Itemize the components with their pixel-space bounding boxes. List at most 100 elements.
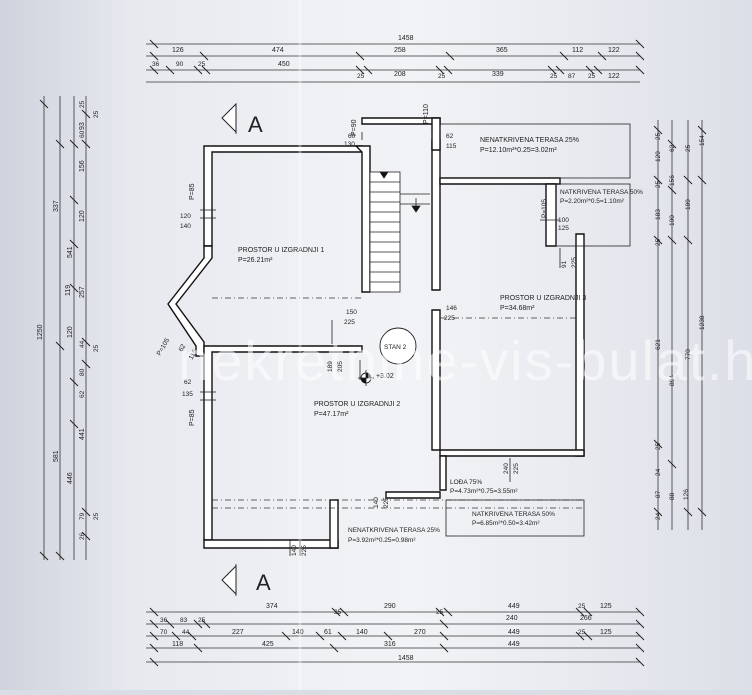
top-dim: 112 — [572, 47, 583, 54]
left-dim: 44 — [79, 340, 86, 348]
left-dim: 60 — [79, 130, 86, 138]
left-dim: 119 — [65, 285, 72, 296]
right-dim: 100 — [669, 215, 676, 226]
opening-w115-bay: 115 — [188, 348, 199, 361]
top-dim: 365 — [496, 47, 508, 54]
left-dim: 80 — [79, 368, 86, 376]
left-dim: 79 — [79, 512, 86, 520]
terrace-1-area: P=12.10m²*0.25=3.02m² — [480, 147, 557, 154]
left-dim: 25 — [79, 100, 86, 108]
top-dim: 208 — [394, 71, 406, 78]
right-dim: 621 — [655, 339, 662, 350]
bottom-dim: 36 — [160, 617, 168, 624]
opening-labels: P=85 120 140 P=85 62 135 P=105 62 115 P=… — [156, 104, 578, 556]
right-dim: 156 — [669, 175, 676, 186]
opening-p110: P=110 — [423, 104, 430, 124]
bottom-dim: 25 — [198, 617, 206, 624]
opening-w140-b: 140 — [291, 545, 298, 556]
top-dim: 122 — [608, 73, 620, 80]
right-dim: 24 — [655, 468, 662, 476]
right-dim: 25 — [685, 144, 692, 152]
left-dim: 25 — [93, 344, 100, 352]
bottom-dim: 83 — [180, 617, 188, 624]
bottom-dim-total: 1458 — [398, 655, 414, 662]
bottom-dim: 266 — [580, 615, 592, 622]
section-label-top: A — [248, 112, 263, 137]
left-dim-total: 1250 — [37, 324, 44, 340]
opening-w130: 130 — [344, 141, 355, 148]
opening-w205: 205 — [337, 361, 344, 372]
section-mark-top: A — [221, 102, 263, 137]
terrace-4-name: NATKRIVENA TERASA 50% — [472, 511, 555, 518]
bottom-dim: 25 — [334, 609, 342, 616]
opening-w225-f: 225 — [513, 463, 520, 474]
opening-w225-c: 225 — [571, 257, 578, 268]
staircase — [370, 171, 430, 283]
opening-p85-bottom: P=85 — [189, 409, 196, 426]
left-dim: 441 — [79, 428, 86, 440]
room-3-area: P=34.68m² — [500, 305, 535, 312]
top-dim: 339 — [492, 71, 504, 78]
bottom-dim: 240 — [506, 615, 518, 622]
top-dim: 36 — [152, 61, 160, 68]
left-dim: 541 — [67, 246, 74, 258]
opening-w91: 91 — [561, 260, 568, 268]
bottom-dim: 449 — [508, 629, 520, 636]
bottom-dim: 449 — [508, 603, 520, 610]
left-dim: 93 — [79, 122, 86, 130]
level-marker: +3.02 — [358, 370, 394, 386]
bottom-dim: 290 — [384, 603, 396, 610]
terrace-2-name: NATKRIVENA TERASA 50% — [560, 189, 643, 196]
right-dim: 129 — [655, 151, 662, 162]
left-dim: 62 — [79, 390, 86, 398]
right-dim: 25 — [655, 132, 662, 140]
terrace-outlines — [212, 123, 631, 537]
bottom-dim: 61 — [324, 629, 332, 636]
section-label-bottom: A — [256, 570, 271, 595]
apartment-label: STAN 2 — [384, 344, 407, 351]
right-dim: 126 — [683, 489, 690, 500]
opening-w225-d: 225 — [301, 545, 308, 556]
top-dim: 122 — [608, 47, 620, 54]
bottom-dim: 227 — [232, 629, 244, 636]
opening-w120: 120 — [180, 213, 191, 220]
bottom-dim: 70 — [160, 629, 168, 636]
top-dim: 258 — [394, 47, 406, 54]
terrace-3-area: P=3.92m²*0.25=0.98m² — [348, 537, 416, 544]
loggia-name: LOĐA 75% — [450, 479, 482, 486]
opening-w225-b: 225 — [444, 315, 455, 322]
opening-w62: 62 — [184, 379, 192, 386]
bottom-dim: 118 — [172, 641, 183, 648]
top-dim: 87 — [568, 73, 576, 80]
walls — [167, 117, 585, 549]
right-dim: 62 — [669, 144, 676, 152]
opening-w62-bay: 62 — [178, 343, 188, 353]
bottom-dimension-lines: 374 25 290 25 449 25 125 36 83 25 240 26… — [146, 603, 645, 667]
left-dim: 156 — [79, 160, 86, 172]
right-dim: 770 — [685, 349, 692, 360]
opening-w135: 135 — [182, 391, 193, 398]
bottom-dim: 25 — [578, 603, 586, 610]
left-dim: 25 — [93, 512, 100, 520]
right-dim: 894 — [669, 375, 676, 386]
right-dim: 189 — [685, 199, 692, 210]
opening-p85-top: P=85 — [189, 183, 196, 200]
room-2-area: P=47.17m² — [314, 411, 349, 418]
right-dim: 154 — [699, 135, 706, 146]
right-dim: 25 — [655, 180, 662, 188]
bottom-dim: 140 — [292, 629, 304, 636]
room-2-name: PROSTOR U IZGRADNJI 2 — [314, 401, 400, 408]
right-dim: 1238 — [699, 315, 706, 330]
bottom-dim: 25 — [436, 609, 444, 616]
top-dim: 126 — [172, 47, 184, 54]
terrace-2-area: P=2.20m²*0.5=1.10m² — [560, 198, 625, 205]
top-dim: 25 — [357, 73, 365, 80]
section-mark-bottom: A — [221, 564, 271, 596]
opening-w140-c: 140 — [373, 497, 380, 508]
left-dim: 446 — [67, 472, 74, 484]
opening-w240: 240 — [503, 463, 510, 474]
level-value: +3.02 — [376, 373, 394, 380]
opening-p105-right: P=105 — [541, 199, 548, 218]
